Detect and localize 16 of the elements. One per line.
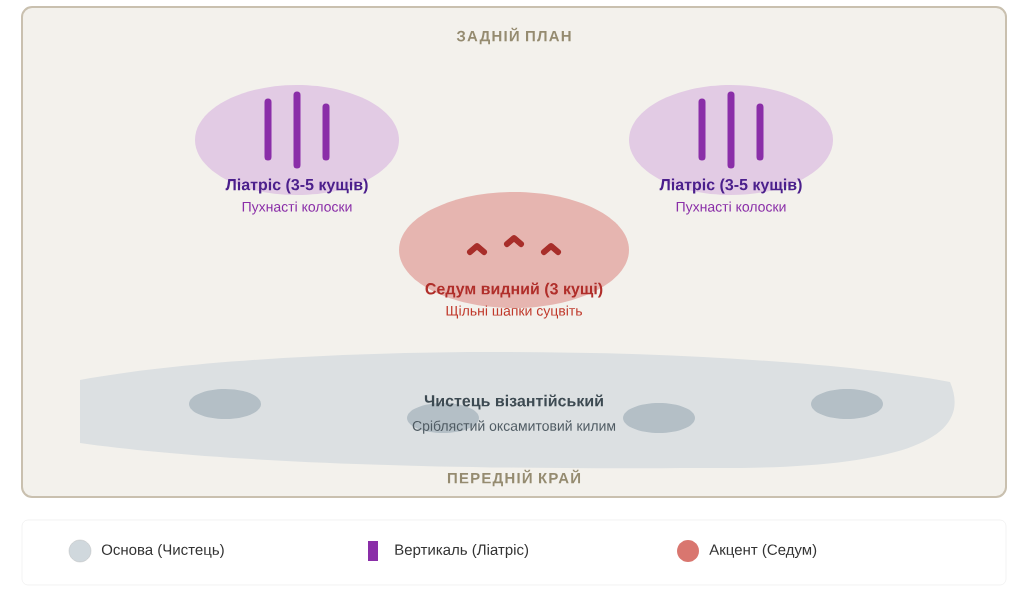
ground-cover-drawing bbox=[80, 352, 955, 469]
legend-label: Основа (Чистець) bbox=[101, 544, 224, 558]
plant-name: Ліатріс (3-5 кущів) bbox=[659, 178, 802, 194]
plant-name: Чистець візантійський bbox=[424, 394, 603, 410]
plant-name: Седум видний (3 кущі) bbox=[425, 282, 603, 298]
plant-name: Ліатріс (3-5 кущів) bbox=[225, 178, 368, 194]
zone-label: ПЕРЕДНІЙ КРАЙ bbox=[447, 469, 580, 487]
legend-label: Вертикаль (Ліатріс) bbox=[395, 544, 529, 558]
plant-ellipse bbox=[195, 85, 399, 195]
plant-note: Щільні шапки суцвіть bbox=[446, 305, 582, 319]
zone-label: ЗАДНІЙ ПЛАН bbox=[456, 27, 571, 45]
plant-note: Пухнасті колоски bbox=[676, 201, 786, 215]
plant-note: Сріблястий оксамитовий килим bbox=[412, 420, 616, 434]
legend-label: Акцент (Седум) bbox=[709, 544, 817, 558]
plant-ellipse bbox=[629, 85, 833, 195]
plant-note: Пухнасті колоски bbox=[242, 201, 352, 215]
